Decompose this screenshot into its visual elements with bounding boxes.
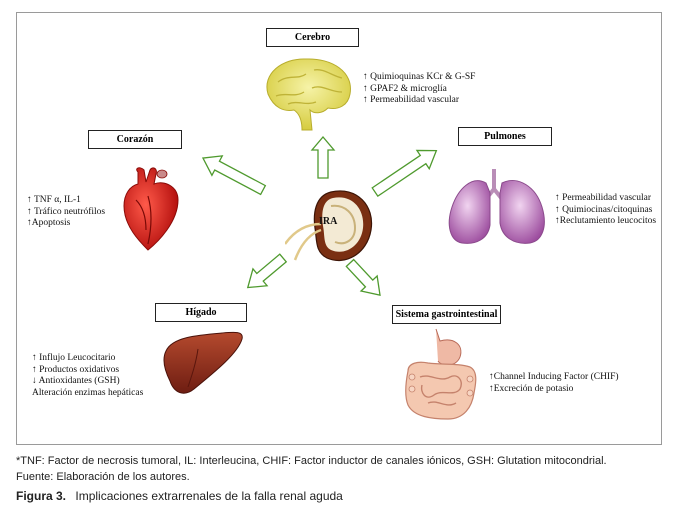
notes-cerebro: ↑ Quimioquinas KCr & G-SF ↑ GPAF2 & micr… — [363, 72, 475, 107]
note-higado-1: ↑ Influjo Leucocitario — [32, 353, 116, 363]
note-cerebro-2: ↑ GPAF2 & microglía — [363, 83, 447, 94]
title-pulmones: Pulmones — [484, 131, 526, 142]
brain-illustration — [266, 58, 351, 131]
title-gastro: Sistema gastrointestinal — [395, 309, 498, 320]
kidney-illustration: IRA — [285, 190, 373, 262]
arrow-to-corazon — [201, 155, 267, 196]
heart-illustration — [123, 167, 179, 251]
diagram-frame — [16, 12, 662, 445]
arrow-to-gastro — [345, 258, 381, 297]
note-corazon-3: ↑Apoptosis — [27, 218, 71, 228]
footnote: *TNF: Factor de necrosis tumoral, IL: In… — [16, 455, 607, 467]
title-corazon: Corazón — [116, 134, 154, 145]
note-pulmones-2: ↑ Quimiocinas/citoquinas — [555, 204, 653, 215]
kidney-label: IRA — [319, 216, 338, 227]
arrow-to-cerebro — [310, 135, 336, 179]
source-note: Fuente: Elaboración de los autores. — [16, 471, 190, 483]
figure-caption-text: Implicaciones extrarrenales de la falla … — [75, 489, 343, 503]
note-corazon-1: ↑ TNF α, IL-1 — [27, 195, 81, 205]
note-pulmones-1: ↑ Permeabilidad vascular — [555, 193, 652, 203]
note-gastro-2: ↑Excreción de potasio — [489, 383, 574, 394]
title-box-gastro: Sistema gastrointestinal — [392, 305, 501, 324]
note-higado-4: Alteración enzimas hepáticas — [32, 387, 144, 398]
gastro-illustration — [405, 328, 477, 420]
note-cerebro-1: ↑ Quimioquinas KCr & G-SF — [363, 72, 476, 82]
note-corazon-2: ↑ Tráfico neutrófilos — [27, 206, 106, 217]
note-higado-2: ↑ Productos oxidativos — [32, 364, 120, 375]
notes-corazon: ↑ TNF α, IL-1 ↑ Tráfico neutrófilos ↑Apo… — [27, 195, 105, 230]
title-cerebro: Cerebro — [294, 32, 331, 43]
liver-illustration — [163, 331, 243, 394]
title-box-pulmones: Pulmones — [458, 127, 552, 146]
arrow-to-higado — [246, 253, 288, 289]
figure-number: Figura 3. — [16, 489, 67, 503]
lungs-illustration — [448, 169, 545, 244]
note-gastro-1: ↑Channel Inducing Factor (CHIF) — [489, 372, 619, 382]
notes-higado: ↑ Influjo Leucocitario ↑ Productos oxida… — [32, 353, 143, 399]
title-box-higado: Hígado — [155, 303, 247, 322]
title-box-corazon: Corazón — [88, 130, 182, 149]
title-box-cerebro: Cerebro — [266, 28, 359, 47]
note-higado-3: ↓ Antioxidantes (GSH) — [32, 376, 120, 386]
notes-pulmones: ↑ Permeabilidad vascular ↑ Quimiocinas/c… — [555, 193, 656, 228]
note-cerebro-3: ↑ Permeabilidad vascular — [363, 95, 460, 105]
notes-gastro: ↑Channel Inducing Factor (CHIF) ↑Excreci… — [489, 372, 619, 395]
arrow-to-pulmones — [371, 149, 438, 198]
title-higado: Hígado — [185, 307, 217, 318]
figure-caption: Figura 3. Implicaciones extrarrenales de… — [16, 489, 343, 503]
note-pulmones-3: ↑Reclutamiento leucocitos — [555, 216, 657, 226]
